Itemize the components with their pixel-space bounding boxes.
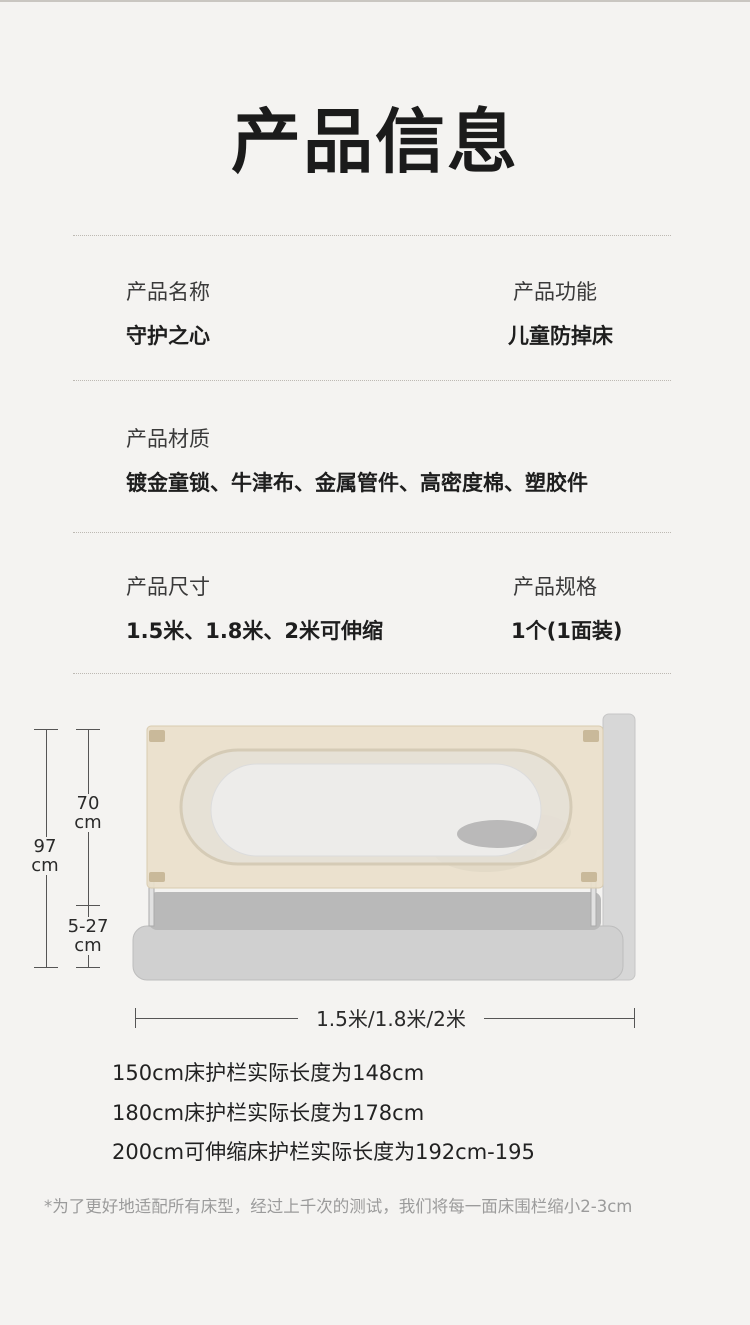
gap-label: 5-27 cm [58, 917, 118, 955]
product-size-value: 1.5米、1.8米、2米可伸缩 [126, 619, 384, 643]
lock-icon [583, 730, 599, 742]
gap-unit: cm [74, 935, 102, 956]
dimension-diagram: 97 cm 70 cm 5-27 cm [0, 700, 750, 1050]
lock-icon [149, 730, 165, 742]
total-height-unit: cm [31, 855, 59, 876]
rail-height-value: 70 [76, 793, 100, 814]
divider [73, 532, 671, 533]
dim-cap [76, 905, 100, 906]
divider [73, 673, 671, 674]
product-size-label: 产品尺寸 [126, 575, 210, 599]
bed-base [132, 925, 624, 981]
product-name-value: 守护之心 [126, 324, 210, 348]
page-title: 产品信息 [231, 101, 519, 183]
product-function-label: 产品功能 [513, 280, 597, 304]
top-border [0, 0, 750, 2]
pillow [457, 820, 537, 848]
rail-height-unit: cm [74, 812, 102, 833]
dim-cap [634, 1008, 635, 1028]
product-name-label: 产品名称 [126, 280, 210, 304]
length-item: 180cm床护栏实际长度为178cm [112, 1100, 425, 1125]
total-height-value: 97 [33, 836, 57, 857]
product-material-value: 镀金童锁、牛津布、金属管件、高密度棉、塑胶件 [126, 471, 588, 495]
divider [73, 380, 671, 381]
total-height-label: 97 cm [22, 837, 68, 875]
dim-cap [34, 967, 58, 968]
rail-height-line [88, 729, 89, 967]
product-function-value: 儿童防掉床 [508, 324, 613, 348]
product-spec-label: 产品规格 [513, 575, 597, 599]
length-list: 150cm床护栏实际长度为148cm 180cm床护栏实际长度为178cm 20… [112, 1058, 535, 1177]
footnote: *为了更好地适配所有床型，经过上千次的测试，我们将每一面床围栏缩小2-3cm [44, 1197, 633, 1216]
product-spec-value: 1个(1面装) [511, 619, 623, 643]
rail-height-label: 70 cm [64, 794, 112, 832]
dim-cap [76, 967, 100, 968]
divider [73, 235, 671, 236]
lock-icon [581, 872, 597, 882]
length-item: 150cm床护栏实际长度为148cm [112, 1061, 425, 1085]
lock-icon [149, 872, 165, 882]
mattress [149, 892, 601, 930]
product-material-label: 产品材质 [126, 427, 210, 451]
bed-rail-illustration [132, 713, 636, 981]
width-label: 1.5米/1.8米/2米 [298, 1007, 484, 1031]
length-item: 200cm可伸缩床护栏实际长度为192cm-195 [112, 1140, 535, 1164]
gap-value: 5-27 [67, 916, 109, 937]
